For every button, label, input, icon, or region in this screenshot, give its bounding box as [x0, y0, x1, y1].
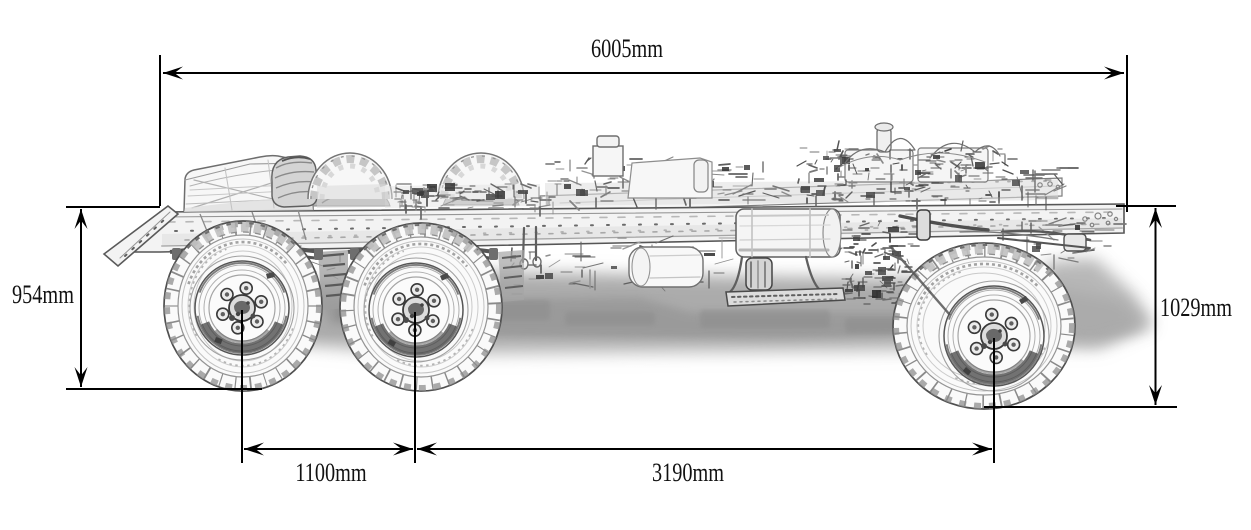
svg-text:1029mm: 1029mm — [1160, 294, 1232, 323]
svg-text:6005mm: 6005mm — [591, 35, 663, 64]
svg-text:1100mm: 1100mm — [295, 459, 366, 488]
svg-text:954mm: 954mm — [12, 281, 74, 310]
svg-text:3190mm: 3190mm — [652, 459, 724, 488]
